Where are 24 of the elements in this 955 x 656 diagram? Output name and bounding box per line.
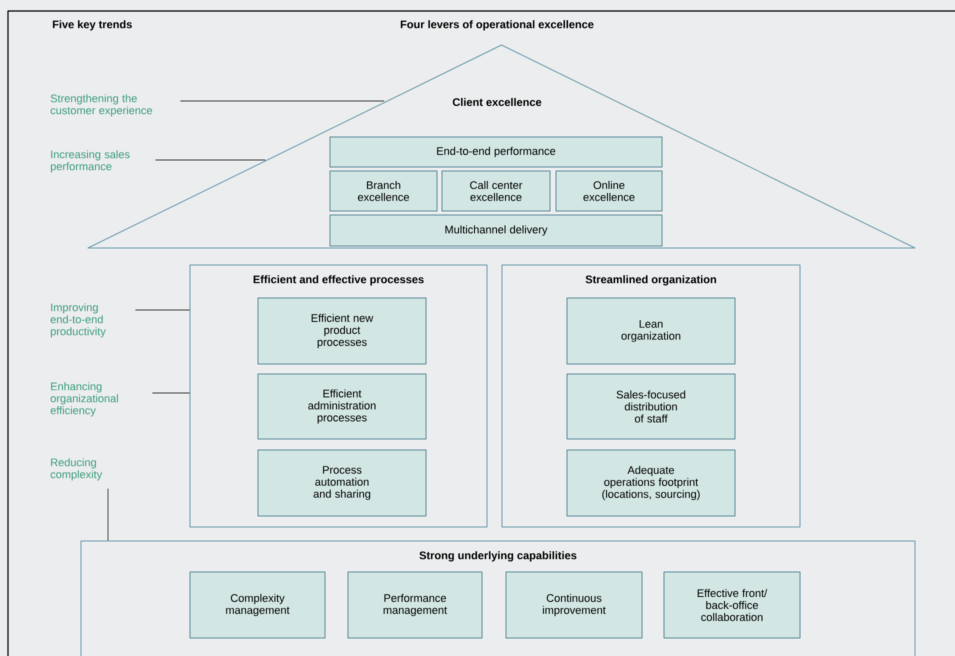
trend-label: Increasing sales performance (50, 150, 130, 172)
trend-label: Reducing complexity (50, 458, 102, 480)
process-box: Branch excellence (330, 170, 438, 212)
process-box: Lean organization (566, 298, 736, 364)
process-box: Performance management (348, 572, 482, 638)
heading: Four levers of operational excellence (400, 20, 594, 30)
process-box: Effective front/ back-office collaboration (664, 572, 800, 638)
process-box: Process automation and sharing (258, 450, 426, 516)
process-box: Continuous improvement (506, 572, 642, 638)
heading: Five key trends (52, 20, 132, 30)
leader-line (152, 392, 190, 394)
trend-label: Improving end-to-end productivity (50, 303, 106, 338)
process-box: Call center excellence (442, 170, 550, 212)
trend-label: Enhancing organizational efficiency (50, 382, 118, 416)
leader-line (180, 100, 385, 102)
process-box: Sales-focused distribution of staff (566, 374, 736, 440)
process-box: Efficient administration processes (258, 374, 426, 440)
process-box: Complexity management (190, 572, 326, 638)
process-box: Adequate operations footprint (locations, sourcing) (566, 450, 736, 516)
process-box: Online excellence (556, 170, 662, 212)
process-box: End-to-end performance (330, 136, 662, 168)
process-box: Efficient new product processes (258, 298, 426, 364)
process-box: Multichannel delivery (330, 214, 662, 246)
trend-label: Strengthening the customer experience (50, 94, 152, 116)
